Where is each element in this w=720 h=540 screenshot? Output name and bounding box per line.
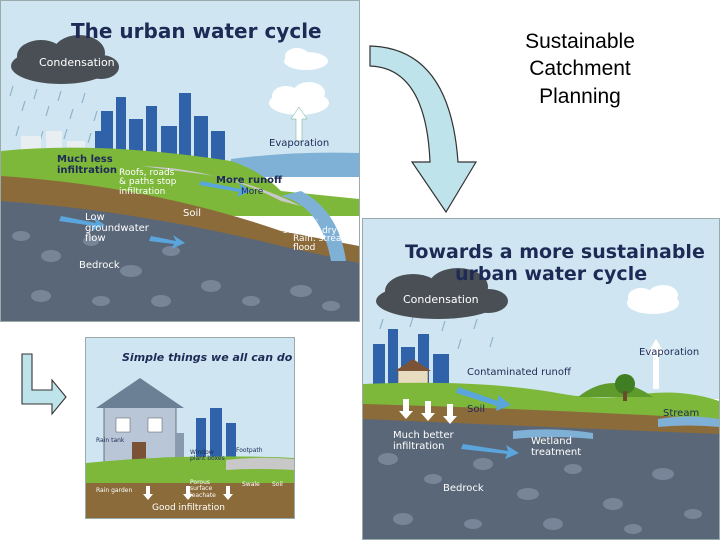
sustainable-cycle-panel: Towards a more sustainable urban water c… bbox=[362, 218, 720, 540]
bedrock-label: Bedrock bbox=[79, 260, 120, 271]
swale-label: Swale bbox=[242, 481, 260, 488]
roofs-roads-label: Roofs, roads & paths stop infiltration bbox=[119, 168, 177, 197]
simple-things-title: Simple things we all can do bbox=[122, 351, 293, 364]
footpath-label: Footpath bbox=[236, 447, 263, 454]
evaporation-label: Evaporation bbox=[269, 138, 330, 149]
more-label: More bbox=[241, 187, 264, 197]
soil-label-2: Soil bbox=[467, 404, 486, 415]
condensation-cloud bbox=[11, 35, 119, 84]
urban-cycle-illustration bbox=[1, 1, 359, 321]
no-rain-label: No rain: streams dry up bbox=[283, 217, 352, 237]
rain-garden-label: Rain garden bbox=[96, 487, 133, 494]
urban-water-cycle-panel: The urban water cycle Condensation Evapo… bbox=[0, 0, 360, 322]
evaporation-cloud bbox=[269, 48, 329, 115]
soil-label-3: Soil bbox=[272, 481, 283, 488]
rain-label: Rain: streams flood bbox=[293, 234, 355, 254]
good-infiltration-label: Good infiltration bbox=[152, 503, 225, 513]
stream-label: Stream bbox=[663, 408, 700, 419]
sustainable-cycle-illustration bbox=[363, 219, 719, 539]
transition-arrow-icon bbox=[369, 45, 478, 214]
much-less-infiltration-label: Much less infiltration bbox=[57, 154, 118, 176]
urban-cycle-title: The urban water cycle bbox=[71, 19, 322, 43]
simple-things-panel: Simple things we all can do Rain tank Wi… bbox=[85, 337, 295, 519]
porous-surface-label: Porous surface leachate bbox=[190, 479, 216, 499]
condensation-cloud-2 bbox=[376, 268, 508, 319]
soil-label: Soil bbox=[183, 208, 202, 219]
bedrock-label-2: Bedrock bbox=[443, 483, 484, 494]
sustainable-cycle-title-line2: urban water cycle bbox=[455, 263, 648, 285]
much-better-infiltration-label: Much better infiltration bbox=[393, 430, 454, 452]
condensation-label: Condensation bbox=[39, 56, 115, 69]
contaminated-runoff-label: Contaminated runoff bbox=[467, 367, 571, 378]
low-groundwater-label: Low groundwater flow bbox=[85, 212, 149, 244]
wetland-treatment-label: Wetland treatment bbox=[531, 436, 582, 458]
more-runoff-label: More runoff bbox=[216, 175, 283, 186]
elbow-arrow-icon bbox=[21, 353, 67, 416]
window-plant-label: Window plant boxes bbox=[190, 449, 225, 463]
sustainable-cycle-title-line1: Towards a more sustainable bbox=[405, 241, 705, 263]
condensation-label-2: Condensation bbox=[403, 293, 479, 306]
evaporation-label-2: Evaporation bbox=[639, 347, 700, 358]
simple-things-illustration bbox=[86, 338, 294, 518]
slide-title: Sustainable Catchment Planning bbox=[525, 30, 635, 108]
bedrock-layer bbox=[1, 201, 359, 321]
rain-tank-label: Rain tank bbox=[96, 437, 125, 444]
